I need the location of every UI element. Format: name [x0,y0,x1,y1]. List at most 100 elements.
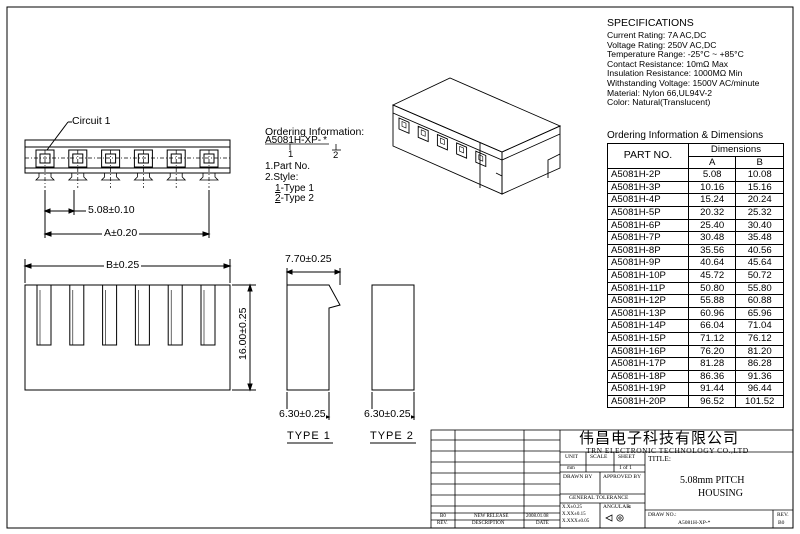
ordering-part-line: 1.Part No. [265,161,311,172]
spec-line: Insulation Resistance: 1000MΩ Min [607,68,743,79]
title-block [430,429,794,529]
dimension-b-cell: 15.16 [735,180,784,195]
scale-label: SCALE [590,454,608,460]
spec-line: Color: Natural(Translucent) [607,97,711,108]
dimension-b-cell: 30.40 [735,218,784,233]
part-number-cell: A5081H-2P [607,168,689,182]
spec-line: Current Rating: 7A AC,DC [607,30,707,40]
part-number-cell: A5081H-15P [607,331,689,346]
ordering-style-line: 2.Style: [265,172,299,183]
type2-label: TYPE 2 [370,430,414,442]
angular-value: ± [628,504,632,510]
terminal-pin [166,173,187,181]
terminal-pin [35,173,55,181]
dimension-a-cell: 15.24 [687,193,737,207]
spec-line: Material: Nylon 66,UL94V-2 [607,87,713,98]
base-dimension-type1: 6.30±0.25 [279,408,326,420]
date-header: DATE [536,521,549,526]
spec-line: Withstanding Voltage: 1500V AC/minute [607,78,760,88]
part-number-cell: A5081H-8P [607,243,689,258]
dimension-b-cell: 10.08 [735,168,784,182]
iso-contact-window [436,133,448,151]
dimension-b-cell: 71.04 [735,319,784,333]
drawn-by-label: DRAWN BY [563,474,593,480]
iso-contact-window [417,125,429,143]
part-number-cell: A5081H-14P [607,319,689,333]
dimension-col-group: Dimensions [687,143,785,157]
dimension-a-cell: 5.08 [687,168,737,182]
dimension-a-cell: 40.64 [687,256,737,270]
terminal-slot [102,284,118,346]
iso-contact-window [456,142,468,159]
terminal-slot [36,284,52,346]
dimension-a-cell: 66.04 [687,319,737,333]
part-number-cell: A5081H-18P [607,369,689,384]
spec-line: Contact Resistance: 10mΩ Max [607,58,729,69]
dimension-b-cell: 60.88 [735,294,784,308]
terminal-slot [200,284,216,346]
iso-contact-window [398,117,410,134]
part-number-cell: A5081H-17P [607,357,689,371]
ordering-code-prefix: A5081H-XP- [265,135,322,146]
dimension-b-cell: 86.28 [735,357,784,371]
tolerance-1: X.X±0.25 [562,505,582,510]
dimension-a-cell: 10.16 [687,180,737,195]
terminal-pin [133,173,154,181]
dimension-col-a: A [687,155,737,170]
part-number-cell: A5081H-12P [607,294,689,308]
terminal-slot [134,284,150,346]
ordering-marker-1: 1 [288,149,294,160]
dimension-col-b: B [735,155,784,170]
dimension-b-cell: 20.24 [735,193,784,207]
front-view [23,259,256,392]
draw-no-value: A5081H-XP-* [678,520,711,526]
description-header: DESCRIPTION [472,521,505,526]
dimension-a-cell: 71.12 [687,331,737,346]
terminal-pin [199,173,219,181]
isometric-view [391,77,562,195]
unit-value: mm [567,466,575,471]
sheet-value: 1 of 1 [619,465,632,471]
dimension-b-cell: 50.72 [735,268,784,283]
part-number-cell: A5081H-20P [607,394,689,409]
dimension-b-cell: 76.12 [735,331,784,346]
ordering-type2-num: 2 [275,193,281,204]
ordering-type2: 2-Type 2 [275,194,314,204]
terminal-slot [69,284,85,346]
dimension-b-cell: 55.80 [735,281,784,296]
dimension-a-cell: 25.40 [687,218,737,233]
type1-label: TYPE 1 [287,430,331,442]
ordering-type1-text: -Type 1 [280,183,314,194]
part-number-cell: A5081H-5P [607,205,689,220]
spec-line: Temperature Range: -25°C ~ +85°C [607,49,744,60]
ordering-callouts [265,143,341,151]
part-number-cell: A5081H-11P [607,281,689,296]
part-number-cell: A5081H-4P [607,193,689,207]
depth-top-dimension: 7.70±0.25 [285,253,332,265]
part-number-cell: A5081H-7P [607,231,689,245]
part-number-cell: A5081H-13P [607,306,689,321]
unit-label: UNIT [565,454,579,460]
iso-contact-inner [478,154,484,162]
rev-history-rev: B0 [440,514,446,519]
top-view [24,121,231,238]
dimension-a-cell: 81.28 [687,357,737,371]
terminal-pin [67,173,88,181]
specifications-heading: SPECIFICATIONS [607,17,694,29]
ordering-marker-2: 2 [333,150,339,161]
dimension-a-cell: 20.32 [687,205,737,220]
part-number-cell: A5081H-3P [607,180,689,195]
